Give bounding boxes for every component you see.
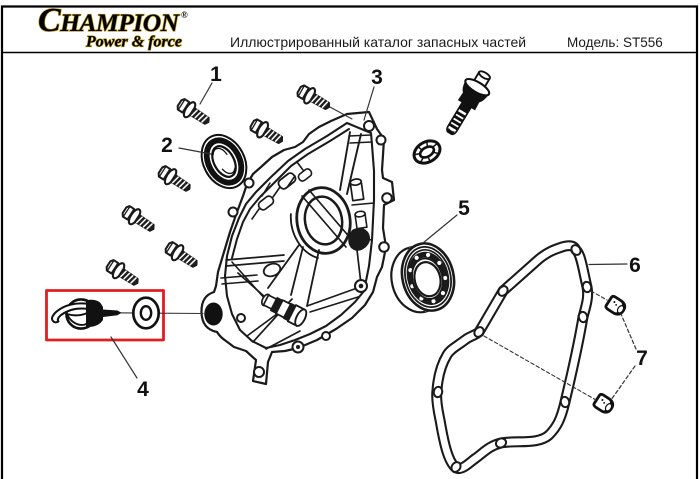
svg-text:Power & force: Power & force: [85, 34, 182, 51]
svg-text:3: 3: [371, 66, 383, 89]
svg-text:7: 7: [636, 347, 648, 370]
svg-text:Иллюстрированный каталог запас: Иллюстрированный каталог запасных частей: [230, 34, 526, 50]
svg-text:1: 1: [210, 63, 222, 86]
svg-text:CHAMPION: CHAMPION: [38, 2, 181, 39]
svg-text:6: 6: [629, 254, 641, 277]
svg-text:2: 2: [161, 134, 173, 157]
svg-text:Модель: ST556: Модель: ST556: [567, 35, 663, 50]
svg-text:4: 4: [137, 378, 149, 401]
svg-text:5: 5: [458, 197, 470, 220]
svg-text:®: ®: [181, 10, 188, 20]
